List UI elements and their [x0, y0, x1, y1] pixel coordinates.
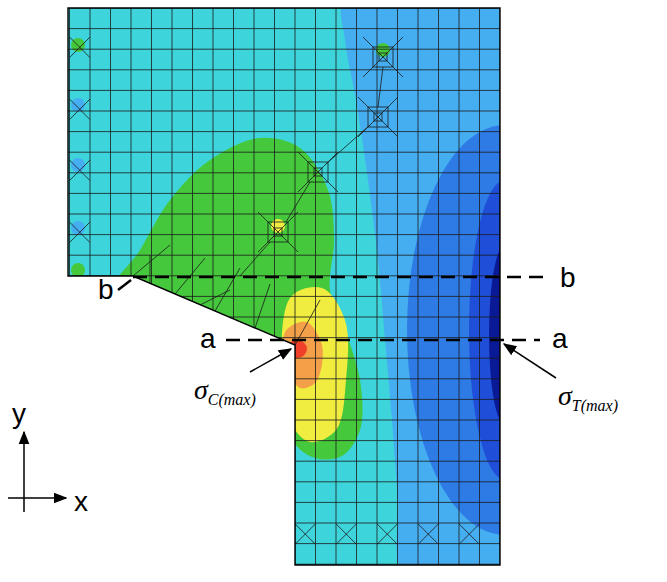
local-contour [71, 158, 85, 172]
mesh-line [60, 28, 510, 29]
section-line-b [133, 276, 548, 279]
tension-contour-mid [407, 125, 603, 535]
mesh-line [60, 358, 510, 359]
mesh-line [295, 300, 320, 345]
stress-label: σC(max) [194, 376, 256, 408]
local-contour [71, 98, 85, 112]
refined-element [363, 37, 403, 77]
mesh-line [69, 8, 70, 565]
tension-contour-max [489, 245, 521, 425]
mesh-line [60, 378, 510, 379]
mesh-line [60, 317, 510, 318]
mesh-line [255, 284, 270, 328]
mesh-line [151, 8, 152, 565]
mesh-line [150, 255, 151, 283]
crossed-element [295, 524, 316, 545]
axis-arrow [23, 432, 25, 512]
section-line-a [226, 339, 540, 342]
crossed-element [70, 99, 91, 120]
mesh-line [60, 337, 510, 338]
stress-symbol: σ [558, 380, 572, 411]
mesh-line [133, 245, 170, 276]
mesh-line [60, 49, 510, 50]
mesh-line [60, 255, 510, 256]
mesh-line [60, 90, 510, 91]
stress-subscript: T(max) [572, 397, 618, 414]
compression-contour-yellow [282, 287, 349, 442]
leader-arrow [504, 344, 556, 378]
axis-label: x [74, 488, 88, 516]
stress-symbol: σ [194, 374, 208, 405]
crossed-element [377, 524, 398, 545]
section-label: b [98, 276, 114, 304]
leader-arrow [250, 349, 291, 372]
local-contour [71, 263, 85, 277]
stress-label: σT(max) [558, 382, 618, 414]
mesh-line [60, 69, 510, 70]
axis-arrow [8, 497, 66, 499]
mesh-line [60, 193, 510, 194]
mesh-line [192, 8, 193, 565]
refined-element [358, 97, 398, 137]
mesh-line [60, 234, 510, 235]
compression-contour-green [109, 138, 362, 460]
mesh-line [60, 502, 510, 503]
refined-element [258, 212, 298, 252]
crossed-element [70, 222, 91, 243]
fe-mesh [49, 8, 510, 565]
mesh-line [60, 461, 510, 462]
mesh-line [200, 290, 230, 305]
specimen-outline [68, 8, 500, 565]
section-label: b [560, 264, 576, 292]
contour-field [49, 0, 603, 582]
stress-subscript: C(max) [208, 391, 256, 408]
mesh-line [131, 8, 132, 565]
local-contour [271, 219, 285, 233]
mesh-line [172, 8, 173, 565]
crossed-element [70, 37, 91, 58]
refined-element [298, 152, 338, 192]
section-label: a [552, 325, 568, 353]
local-contour [71, 221, 85, 235]
leader-line [118, 280, 131, 290]
mesh-line [60, 420, 510, 421]
mesh-line [60, 399, 510, 400]
mesh-line [60, 172, 510, 173]
section-label: a [200, 325, 216, 353]
mesh-line [60, 131, 510, 132]
mesh-line [60, 214, 510, 215]
compression-contour-orange [283, 322, 323, 389]
axis-label: y [12, 400, 26, 428]
local-contour [376, 43, 390, 57]
mesh-line [233, 8, 234, 565]
mesh-line [60, 481, 510, 482]
crossed-element [70, 160, 91, 181]
mesh-line [49, 8, 50, 565]
mesh-line [274, 8, 275, 565]
crack-path [240, 67, 383, 276]
mesh-line [60, 296, 510, 297]
mesh-line [215, 268, 240, 311]
mesh-line [90, 8, 91, 565]
mesh-line [60, 440, 510, 441]
annotation-lines [8, 277, 556, 512]
crossed-element [336, 524, 357, 545]
crossed-element [418, 524, 439, 545]
crossed-element [459, 524, 480, 545]
mesh-line [60, 111, 510, 112]
mesh-line [60, 523, 510, 524]
mesh-line [60, 543, 510, 544]
mesh-line [213, 8, 214, 565]
mesh-line [254, 8, 255, 565]
mesh-line [60, 152, 510, 153]
